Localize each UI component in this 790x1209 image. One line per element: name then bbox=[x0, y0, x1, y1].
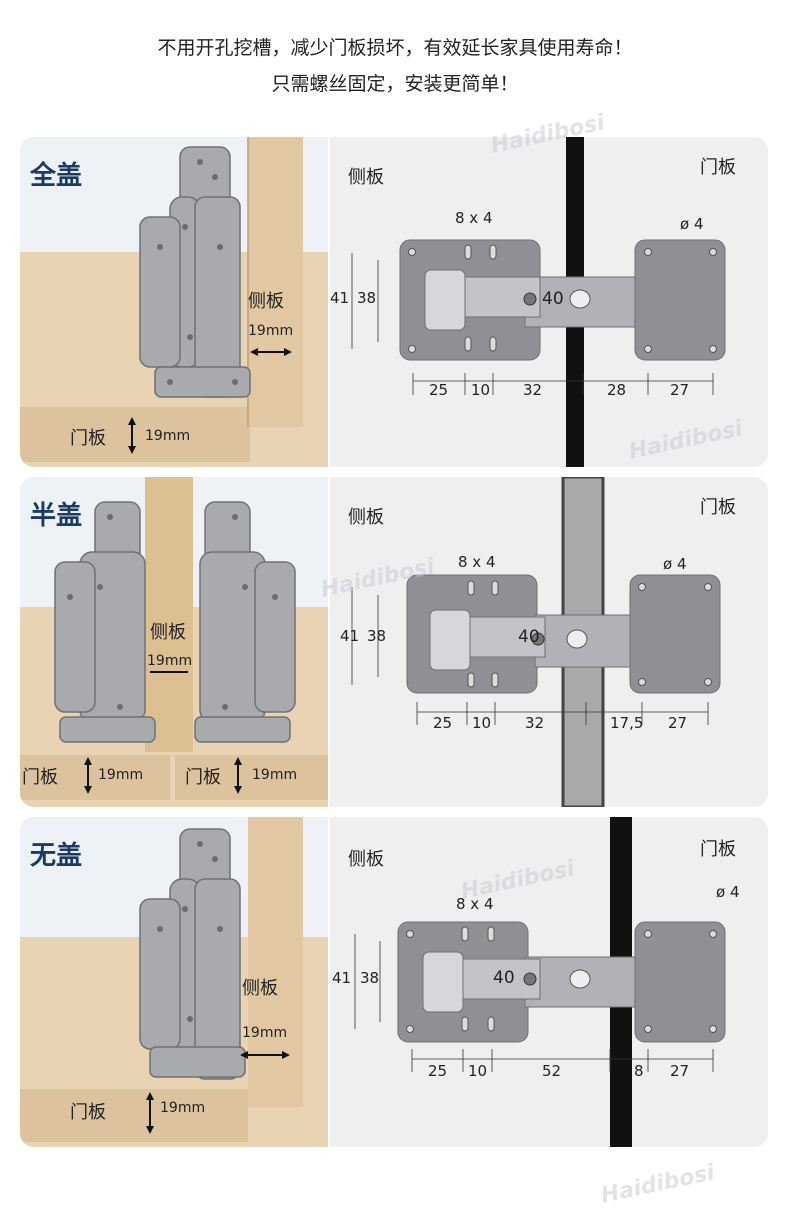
dim-3: 32 bbox=[525, 714, 545, 732]
photo-panel: 全盖 侧板 19mm 门板 19mm bbox=[20, 137, 328, 467]
height-inner-label: 38 bbox=[360, 969, 380, 987]
hinge-dimension-diagram bbox=[351, 137, 726, 467]
section-title: 全盖 bbox=[30, 161, 83, 191]
door-panel-label-left: 门板 bbox=[22, 767, 58, 788]
hinge-dimension-diagram bbox=[351, 477, 721, 807]
slot-size-label: 8 x 4 bbox=[456, 895, 494, 913]
hinge-photo-illustration bbox=[20, 817, 328, 1147]
dim-5: 27 bbox=[670, 1062, 690, 1080]
dim-1: 25 bbox=[428, 1062, 448, 1080]
header: 不用开孔挖槽，减少门板损坏，有效延长家具使用寿命！ 只需螺丝固定，安装更简单！ bbox=[0, 30, 790, 102]
height-inner-label: 38 bbox=[357, 289, 377, 307]
side-panel-label: 侧板 bbox=[348, 167, 384, 188]
brand-watermark: Haidibosi bbox=[598, 1160, 717, 1209]
center-distance-label: 40 bbox=[518, 627, 540, 647]
diagram-panel: 侧板 门板 8 x 4 ø 4 41 38 40 25 10 32 17,5 2… bbox=[330, 477, 768, 807]
dim-5: 27 bbox=[670, 381, 690, 399]
center-distance-label: 40 bbox=[542, 289, 564, 309]
dim-5: 27 bbox=[668, 714, 688, 732]
dim-3: 52 bbox=[542, 1062, 562, 1080]
center-distance-label: 40 bbox=[493, 968, 515, 988]
section-title: 半盖 bbox=[30, 501, 83, 531]
side-panel-thickness: 19mm bbox=[242, 1025, 288, 1041]
height-outer-label: 41 bbox=[330, 289, 350, 307]
side-panel-label: 侧板 bbox=[348, 849, 384, 870]
door-panel-label: 门板 bbox=[700, 497, 736, 518]
side-panel-label: 侧板 bbox=[348, 507, 384, 528]
hole-diameter-label: ø 4 bbox=[680, 215, 704, 233]
side-panel-label: 侧板 bbox=[242, 978, 278, 999]
door-panel-label: 门板 bbox=[700, 157, 736, 178]
slot-size-label: 8 x 4 bbox=[455, 209, 493, 227]
header-line-2: 只需螺丝固定，安装更简单！ bbox=[271, 73, 519, 95]
door-panel-thickness: 19mm bbox=[145, 428, 191, 444]
side-panel-label: 侧板 bbox=[248, 291, 284, 312]
height-outer-label: 41 bbox=[340, 627, 360, 645]
photo-panel: 无盖 侧板 19mm 门板 19mm bbox=[20, 817, 328, 1147]
section-half-overlay: 半盖 侧板 19mm 门板 19mm 门板 19mm bbox=[20, 477, 768, 807]
side-panel-thickness: 19mm bbox=[248, 323, 294, 339]
slot-size-label: 8 x 4 bbox=[458, 553, 496, 571]
hinge-photo-illustration bbox=[20, 477, 328, 807]
hole-diameter-label: ø 4 bbox=[716, 883, 740, 901]
dim-3: 32 bbox=[523, 381, 543, 399]
door-panel-thickness: 19mm bbox=[160, 1100, 206, 1116]
section-no-overlay: 无盖 侧板 19mm 门板 19mm bbox=[20, 817, 768, 1147]
hole-diameter-label: ø 4 bbox=[663, 555, 687, 573]
door-panel-label: 门板 bbox=[700, 839, 736, 860]
door-panel-label: 门板 bbox=[70, 1102, 106, 1123]
door-panel-label: 门板 bbox=[70, 428, 106, 449]
dim-4: 28 bbox=[607, 381, 627, 399]
diagram-panel: 侧板 门板 8 x 4 ø 4 41 38 40 25 10 32 28 27 bbox=[330, 137, 768, 467]
side-panel-thickness: 19mm bbox=[147, 653, 193, 669]
hinge-photo-illustration bbox=[20, 137, 328, 467]
door-panel-thickness-left: 19mm bbox=[98, 767, 144, 783]
dim-2: 10 bbox=[472, 714, 492, 732]
dim-2: 10 bbox=[468, 1062, 488, 1080]
side-panel-label: 侧板 bbox=[150, 622, 186, 643]
height-inner-label: 38 bbox=[367, 627, 387, 645]
dim-1: 25 bbox=[433, 714, 453, 732]
door-panel-label-right: 门板 bbox=[185, 767, 221, 788]
dim-2: 10 bbox=[471, 381, 491, 399]
header-line-1: 不用开孔挖槽，减少门板损坏，有效延长家具使用寿命！ bbox=[157, 37, 633, 59]
height-outer-label: 41 bbox=[332, 969, 352, 987]
hinge-dimension-diagram bbox=[354, 817, 726, 1147]
door-panel-thickness-right: 19mm bbox=[252, 767, 298, 783]
section-full-overlay: 全盖 侧板 19mm 门板 19mm bbox=[20, 137, 768, 467]
dim-4: 8 bbox=[634, 1062, 644, 1080]
section-title: 无盖 bbox=[30, 841, 83, 871]
photo-panel: 半盖 侧板 19mm 门板 19mm 门板 19mm bbox=[20, 477, 328, 807]
dim-1: 25 bbox=[429, 381, 449, 399]
diagram-panel: 侧板 门板 8 x 4 ø 4 41 38 40 25 10 52 8 27 bbox=[330, 817, 768, 1147]
dim-4: 17,5 bbox=[610, 714, 644, 732]
